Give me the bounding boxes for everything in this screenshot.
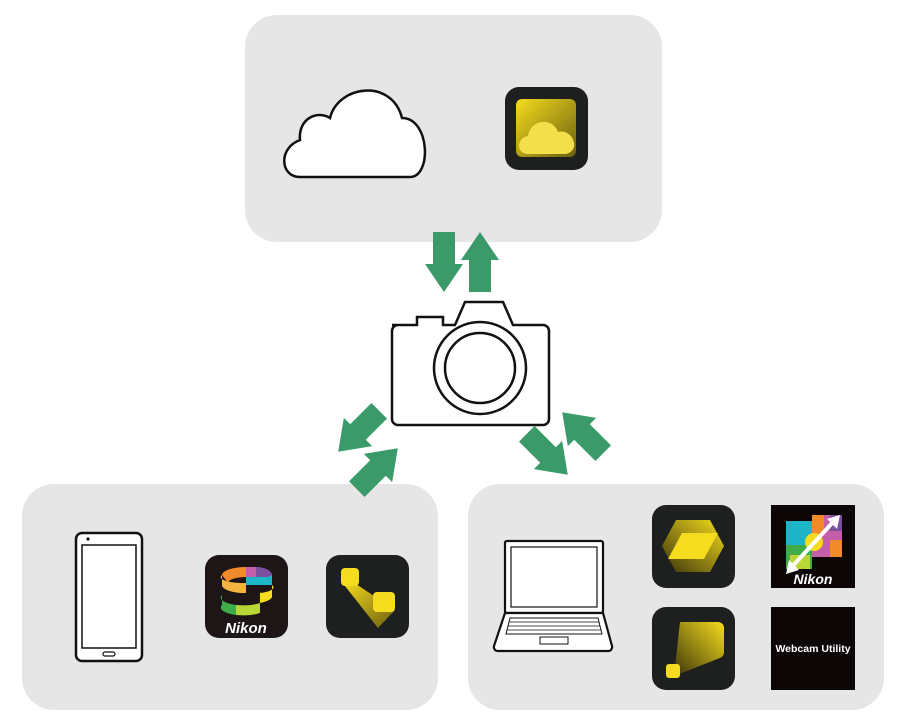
webcam-utility-label: Webcam Utility (775, 643, 850, 655)
arrow-from-smart-device-icon (349, 448, 398, 497)
nx-tether-app-icon[interactable] (652, 607, 735, 690)
arrow-to-smart-device-icon (338, 403, 387, 452)
cloud-icon (283, 89, 427, 179)
nx-mobileair-app-icon[interactable] (326, 555, 409, 638)
snapbridge-app-icon[interactable]: Nikon (205, 555, 288, 638)
arrow-to-computer-icon (519, 426, 568, 475)
arrow-up-icon (461, 232, 499, 292)
cloud-app-icon[interactable] (505, 87, 588, 170)
cloud-panel (245, 15, 662, 242)
camera-icon (390, 300, 551, 427)
wireless-transmitter-utility-icon[interactable]: Nikon (771, 505, 855, 588)
snapbridge-logo-text: Nikon (225, 620, 267, 637)
arrow-from-computer-icon (562, 412, 611, 461)
transmitter-logo-text: Nikon (794, 571, 833, 587)
smartphone-icon (74, 531, 144, 663)
webcam-utility-icon[interactable]: Webcam Utility (771, 607, 855, 690)
arrow-down-icon (425, 232, 463, 292)
laptop-icon (492, 539, 614, 653)
nx-studio-app-icon[interactable] (652, 505, 735, 588)
